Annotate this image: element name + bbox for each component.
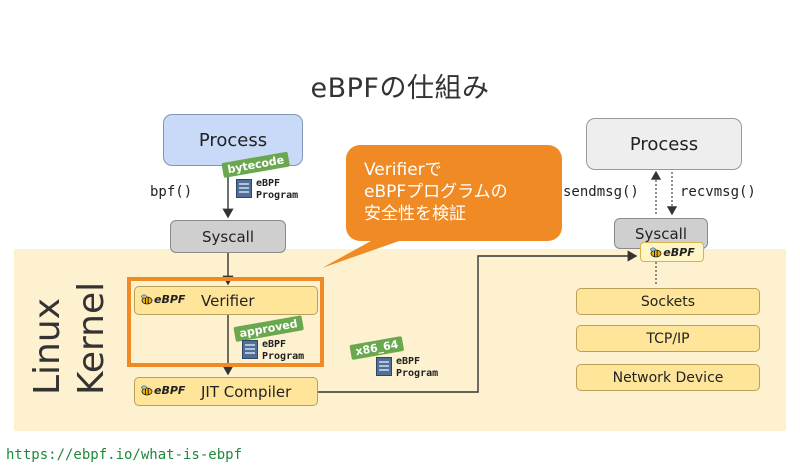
ebpf-logo-hook: eBPF xyxy=(649,245,695,259)
ebpf-program-approved: eBPF Program xyxy=(242,339,304,362)
network-device-box: Network Device xyxy=(576,364,760,391)
program-label-line2: Program xyxy=(262,350,305,362)
syscall-box-left: Syscall xyxy=(170,220,286,253)
sendmsg-label: sendmsg() xyxy=(563,184,639,200)
program-label-line1: eBPF xyxy=(262,339,287,350)
recvmsg-label: recvmsg() xyxy=(680,184,756,200)
jit-compiler-box: JIT Compiler xyxy=(134,377,318,406)
ebpf-logo-verifier: eBPF xyxy=(140,293,185,306)
arrow-jit-to-kernel-hook xyxy=(318,250,638,393)
document-icon xyxy=(376,357,392,376)
ebpf-program-bytecode: eBPF Program xyxy=(236,178,298,201)
ebpf-logo-text: eBPF xyxy=(154,384,186,397)
slide-title: eBPFの仕組み xyxy=(310,73,490,104)
user-process-box-right: Process xyxy=(586,118,742,170)
callout-pointer xyxy=(322,236,402,268)
tcpip-box: TCP/IP xyxy=(576,325,760,352)
verifier-highlight-frame xyxy=(127,277,324,367)
process-label-right: Process xyxy=(629,133,699,155)
verifier-label: Verifier xyxy=(201,291,255,310)
bee-icon xyxy=(141,385,153,396)
ebpf-logo-jit: eBPF xyxy=(140,384,185,397)
callout-line-2: eBPFプログラムの xyxy=(364,182,508,203)
ebpf-logo-text: eBPF xyxy=(663,245,695,259)
process-label: Process xyxy=(198,129,268,151)
syscall-label: Syscall xyxy=(202,227,254,246)
callout-line-1: Verifierで xyxy=(364,160,442,180)
document-icon xyxy=(236,179,252,198)
ebpf-hook-chip: eBPF xyxy=(640,242,704,262)
program-label-line1: eBPF xyxy=(256,178,281,189)
ebpf-program-native: eBPF Program xyxy=(376,356,438,379)
tcpip-label: TCP/IP xyxy=(646,330,690,347)
callout-line-3: 安全性を検証 xyxy=(364,204,466,225)
verifier-box: Verifier xyxy=(134,286,318,315)
bee-icon xyxy=(650,247,662,257)
verifier-callout: Verifierで eBPFプログラムの 安全性を検証 xyxy=(346,145,562,241)
user-process-box: Process xyxy=(163,114,303,166)
syscall-label-right: Syscall xyxy=(635,224,687,243)
program-label-line1: eBPF xyxy=(396,356,421,367)
ebpf-logo-text: eBPF xyxy=(154,293,186,306)
document-icon xyxy=(242,340,258,359)
sockets-label: Sockets xyxy=(640,293,696,310)
source-link[interactable]: https://ebpf.io/what-is-ebpf xyxy=(6,447,243,463)
program-label-line2: Program xyxy=(396,367,439,379)
program-label-line2: Program xyxy=(256,189,299,201)
kernel-label-kernel: Kernel xyxy=(71,281,112,395)
kernel-label-linux: Linux xyxy=(27,298,68,395)
network-device-label: Network Device xyxy=(612,369,724,386)
jit-label: JIT Compiler xyxy=(201,382,292,401)
bpf-syscall-label: bpf() xyxy=(150,184,193,200)
bee-icon xyxy=(141,294,153,305)
sockets-box: Sockets xyxy=(576,288,760,315)
